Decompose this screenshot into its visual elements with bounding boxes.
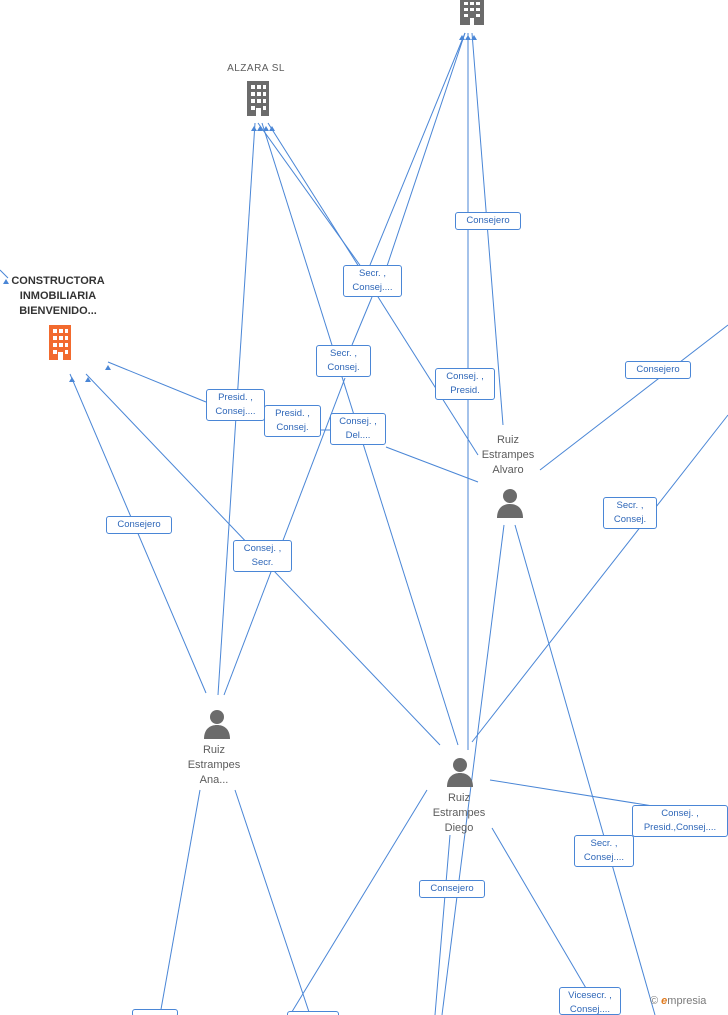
building-icon[interactable] [243,81,273,117]
role-line: Presid. [450,385,480,396]
connection-line [369,32,466,266]
role-line: Presid.,Consej.... [643,822,717,833]
arrowhead [105,365,111,370]
person-icon[interactable] [446,757,474,787]
diego-label-line: Ruiz [447,792,470,804]
role-line: Consej. [276,422,309,433]
role-line: Consejero [430,883,474,894]
diego-label-line: Estrampes [432,807,486,819]
constructora-label-line: INMOBILIARIA [19,290,97,302]
role-box[interactable]: Secr. , Consej.... [343,265,402,297]
connection-line [539,324,728,471]
constructora-label: CONSTRUCTORA INMOBILIARIA BIENVENIDO... [0,274,116,319]
connection-line [223,377,346,696]
ana-label: Ruiz Estrampes Ana... [169,743,259,788]
arrowhead [263,126,269,131]
connection-line [434,834,451,1015]
role-box[interactable]: Secr. , Consej.... [574,835,634,867]
role-box[interactable]: Consej. , Del.... [330,413,386,445]
role-line: Vicesecr. , [568,990,612,1001]
connection-line [159,789,201,1015]
role-line: Secr. , [359,268,386,279]
role-line: Secr. [251,557,274,568]
connection-line [491,827,591,996]
role-line: Consejero [117,519,161,530]
role-line: Consej. [613,514,647,525]
connection-line [0,269,9,279]
role-line: Consej. , [243,543,282,554]
role-box[interactable]: Secr. , Consej. [603,497,657,529]
brand-initial: e [661,995,668,1007]
role-box[interactable]: Consejero [419,880,485,898]
arrowhead [459,35,465,40]
person-icon[interactable] [496,488,524,518]
alvaro-label-line: Ruiz [496,434,519,446]
alzara-label: ALZARA SL [227,63,285,74]
arrowhead [85,377,91,382]
diego-label: Ruiz Estrampes Diego [414,791,504,836]
role-line: Secr. , [590,838,618,849]
role-box[interactable]: Consejero [455,212,521,230]
ana-label-line: Estrampes [187,759,241,771]
arrowhead [257,126,263,131]
role-box[interactable]: Consejero [106,516,172,534]
role-line: Consej. , [446,371,484,382]
role-box[interactable]: Presid. , Consej.... [206,389,265,421]
connection-line [234,789,311,1015]
role-box[interactable]: Consej. , Presid. [435,368,495,400]
arrowhead [465,35,471,40]
copyright-icon: © [650,995,659,1007]
role-line: Consej.... [583,852,625,863]
alvaro-label: Ruiz Estrampes Alvaro [463,433,553,478]
arrowhead [251,126,257,131]
role-line: Presid. , [218,392,253,403]
brand-watermark: © empresia [650,995,706,1007]
role-line: Consej. , [339,416,377,427]
building-icon[interactable] [44,325,76,361]
arrowhead [471,35,477,40]
role-line: Consejero [636,364,680,375]
role-line: Consej. , [661,808,699,819]
person-icon[interactable] [203,709,231,739]
ana-label-line: Ruiz [202,744,225,756]
constructora-label-line: CONSTRUCTORA [11,275,105,287]
role-line: Consej.... [352,282,393,293]
role-box[interactable] [132,1009,178,1015]
role-box[interactable]: Consej. , Secr. [233,540,292,572]
arrowhead [69,377,75,382]
connection-line [289,789,428,1015]
alvaro-label-line: Alvaro [492,464,524,476]
connection-line [385,446,479,483]
role-box[interactable]: Presid. , Consej. [264,405,321,437]
role-line: Consejero [466,215,510,226]
connection-line [377,32,466,294]
connection-line [107,361,207,403]
connection-line [471,414,728,743]
arrowhead [269,126,275,131]
role-line: Secr. , [330,348,357,359]
role-box[interactable] [287,1011,339,1015]
diego-label-line: Diego [444,822,474,834]
connection-line [441,524,505,1015]
brand-name: mpresia [667,995,707,1007]
role-line: Consej. [327,362,360,373]
connection-line [514,524,656,1015]
role-box[interactable]: Consejero [625,361,691,379]
role-box[interactable]: Secr. , Consej. [316,345,371,377]
role-line: Consej.... [215,406,256,417]
role-line: Consej.... [569,1004,611,1015]
connection-line [351,296,373,346]
alvaro-label-line: Estrampes [481,449,535,461]
role-line: Secr. , [616,500,644,511]
role-box[interactable]: Vicesecr. , Consej.... [559,987,621,1015]
role-box[interactable]: Consej. , Presid.,Consej.... [632,805,728,837]
building-icon[interactable] [457,0,487,26]
arrowhead [3,279,9,284]
constructora-label-line: BIENVENIDO... [19,305,97,317]
role-line: Presid. , [275,408,310,419]
ana-label-line: Ana... [199,774,229,786]
role-line: Del.... [345,430,371,441]
